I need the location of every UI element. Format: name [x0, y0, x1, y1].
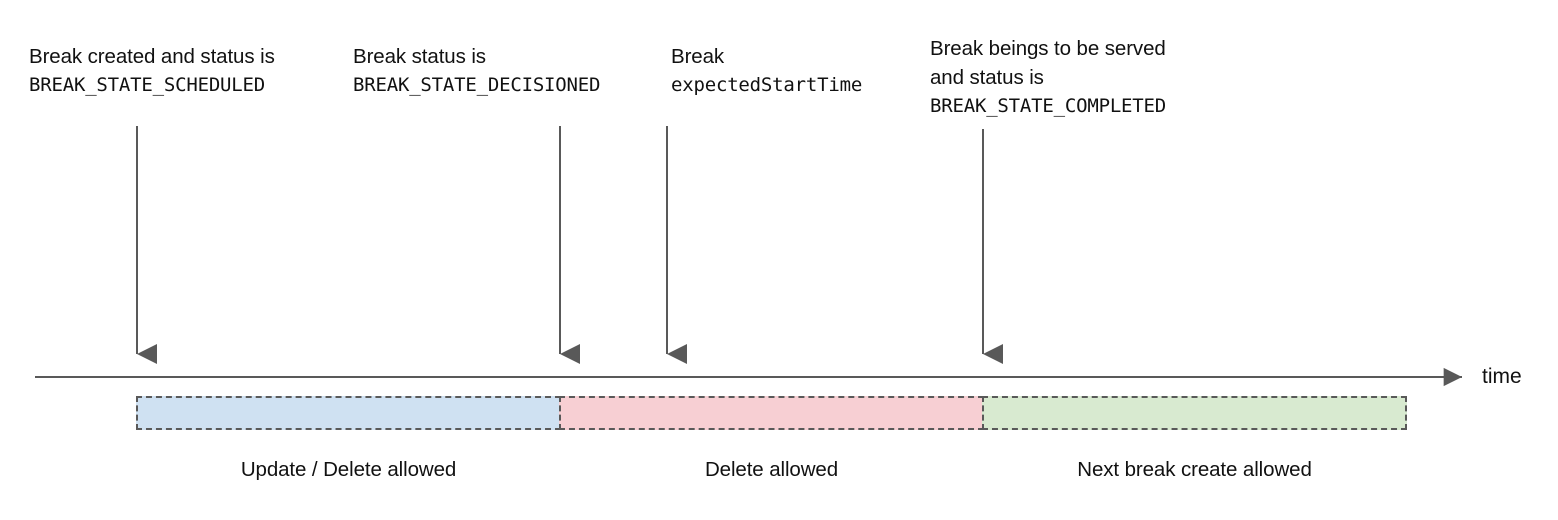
annotation-line-code: BREAK_STATE_SCHEDULED [29, 74, 266, 96]
event-annotation-completed: Break beings to be served and status is … [930, 34, 1166, 121]
annotation-line-code: BREAK_STATE_COMPLETED [930, 95, 1167, 117]
segment-caption-next-break-create-allowed: Next break create allowed [1077, 458, 1312, 481]
annotation-line: Break status is [353, 45, 486, 68]
segment-caption-delete-allowed: Delete allowed [704, 458, 839, 481]
annotation-line: and status is [930, 66, 1044, 89]
segment-update-delete-allowed [136, 396, 561, 430]
segment-next-break-create-allowed [982, 396, 1407, 430]
event-annotation-expected-start-time: Break expectedStartTime [671, 42, 862, 100]
segment-caption-update-delete-allowed: Update / Delete allowed [240, 458, 457, 481]
annotation-line: Break created and status is [29, 45, 275, 68]
event-annotation-scheduled: Break created and status is BREAK_STATE_… [29, 42, 275, 100]
time-axis-label: time [1482, 365, 1522, 388]
segment-delete-allowed [559, 396, 984, 430]
annotation-line-code: expectedStartTime [671, 74, 863, 96]
event-annotation-decisioned: Break status is BREAK_STATE_DECISIONED [353, 42, 600, 100]
annotation-line: Break [671, 45, 725, 68]
annotation-line: Break beings to be served [930, 37, 1166, 60]
annotation-line-code: BREAK_STATE_DECISIONED [353, 74, 601, 96]
